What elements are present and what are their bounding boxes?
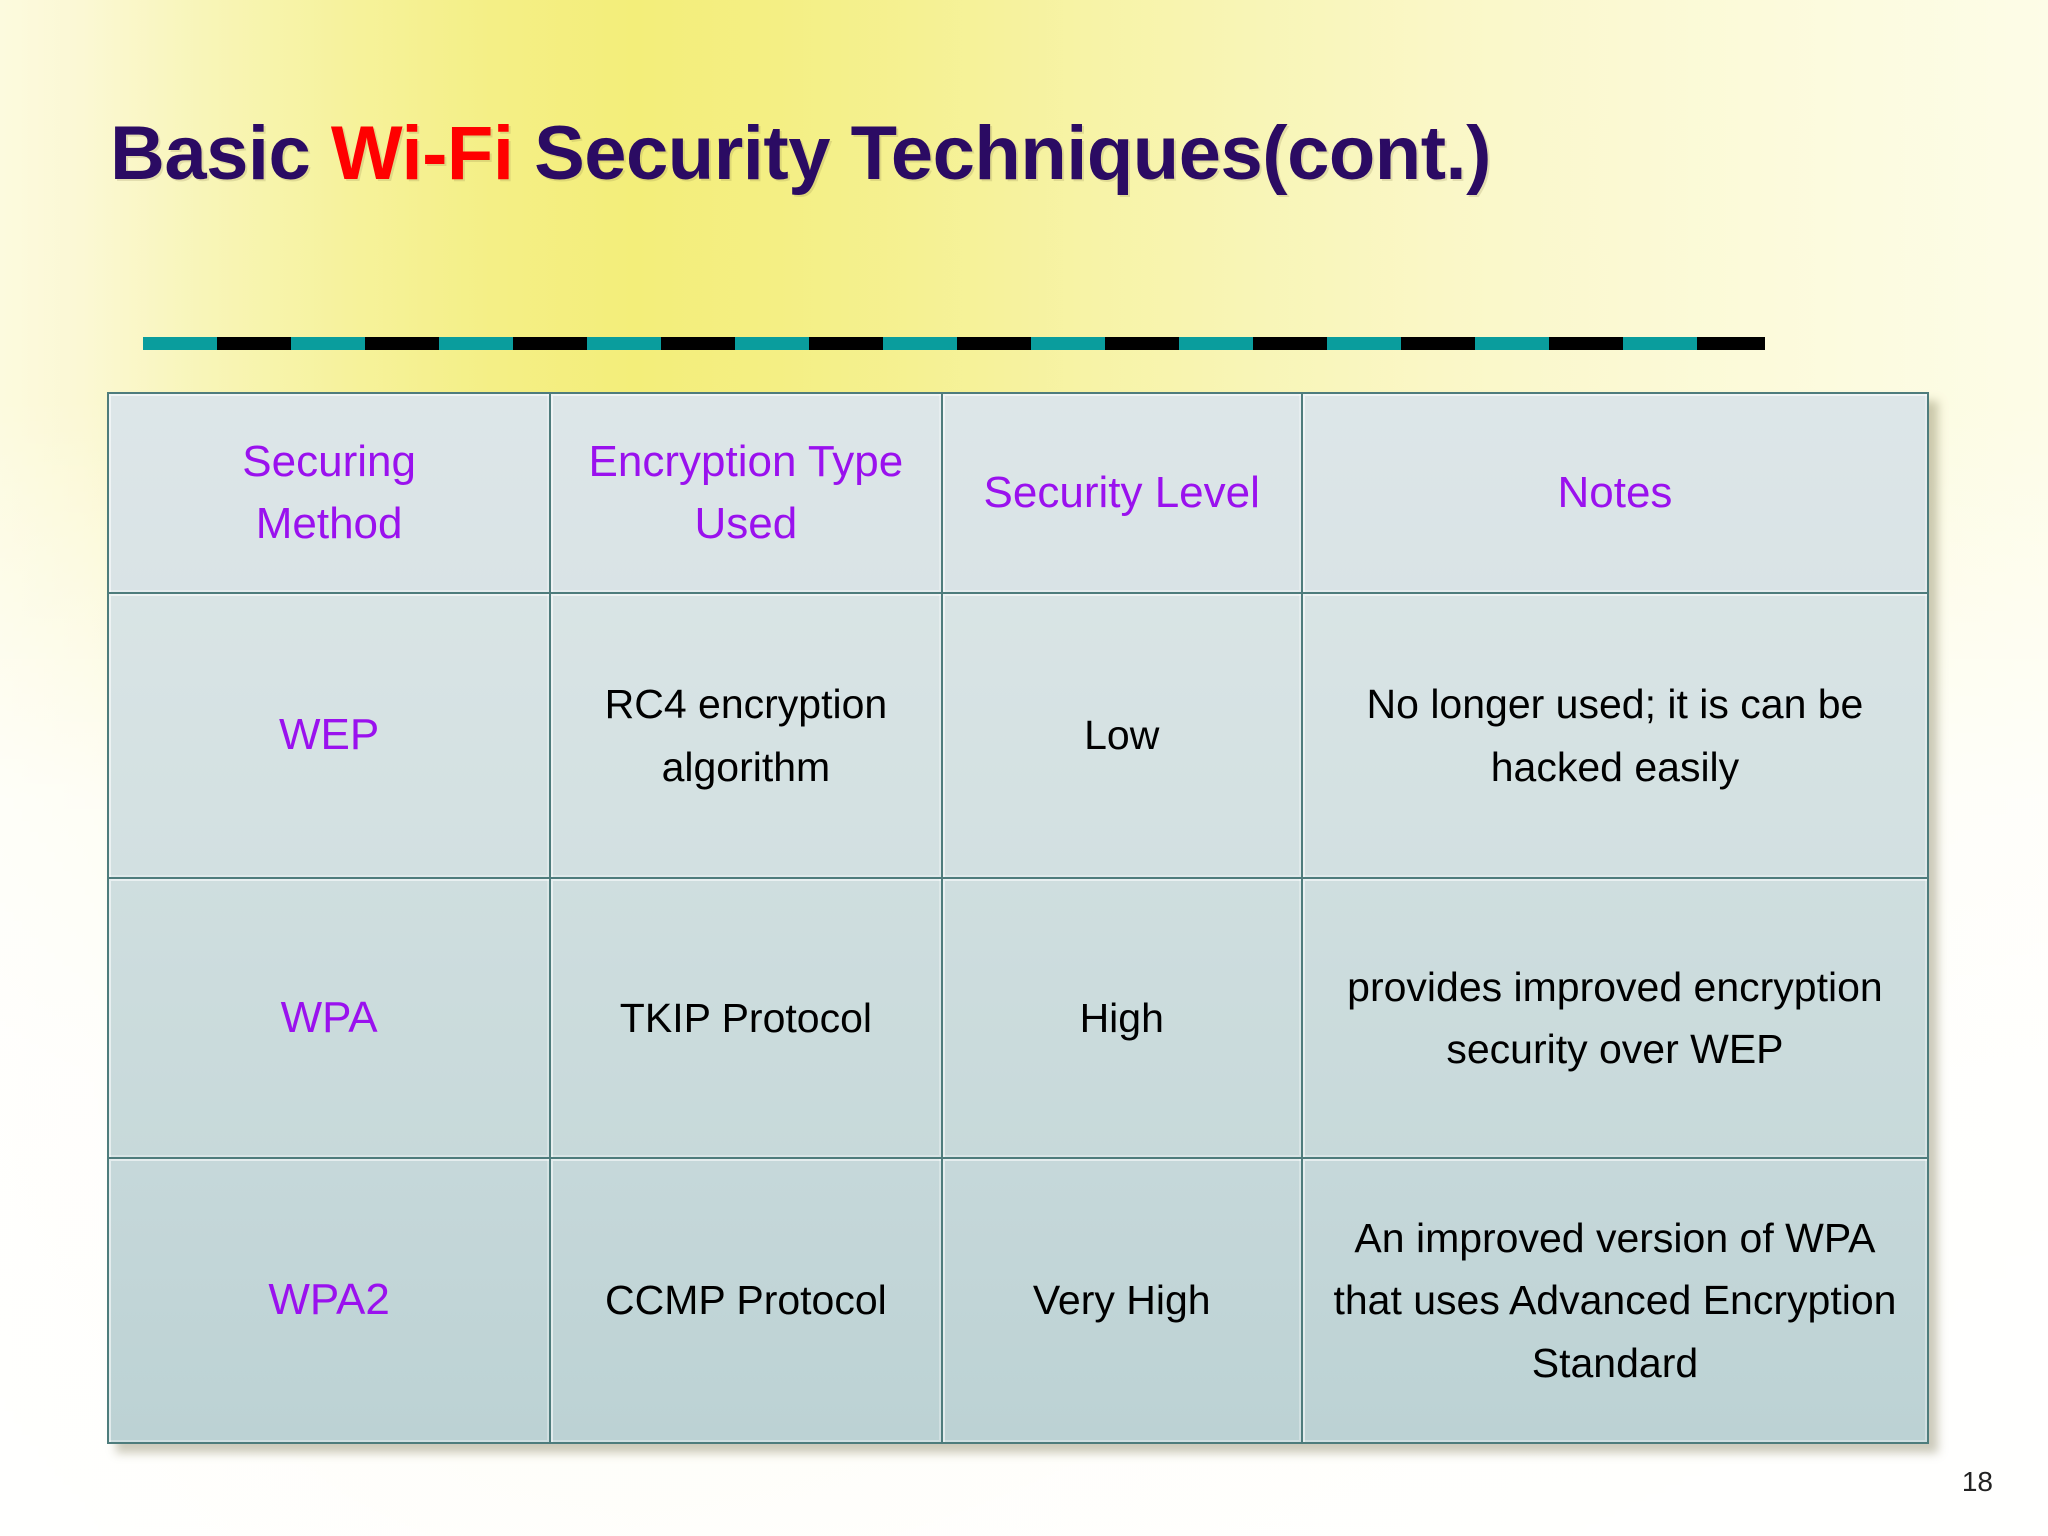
header-line-2: Method [255,499,403,548]
cell-method: WPA2 [106,1157,552,1444]
table-row: WEP RC4 encryption algorithm Low No long… [106,592,1930,879]
header-line-1: Securing [242,436,416,486]
table-row: WPA2 CCMP Protocol Very High An improved… [106,1157,1930,1444]
title-segment-rest: Security Techniques(cont.) [513,111,1491,196]
page-title: Basic Wi-Fi Security Techniques(cont.) [110,114,1970,194]
cell-level: High [940,877,1303,1159]
column-header-encryption-type: Encryption Type Used [549,392,943,594]
cell-method: WEP [106,592,552,879]
cell-notes: An improved version of WPA that uses Adv… [1300,1157,1930,1444]
cell-encryption: RC4 encryption algorithm [549,592,943,879]
cell-method: WPA [106,877,552,1159]
title-underline-divider [143,337,1765,350]
header-line-1: Security Level [983,467,1260,517]
header-line-2: Used [694,499,798,548]
cell-encryption: CCMP Protocol [549,1157,943,1444]
title-segment-wifi: Wi-Fi [330,111,514,196]
title-segment-basic: Basic [110,111,331,196]
header-line-1: Encryption Type [588,436,904,486]
header-line-1: Notes [1557,467,1673,517]
column-header-security-level: Security Level [940,392,1303,594]
column-header-securing-method: Securing Method [106,392,552,594]
table-row: WPA TKIP Protocol High provides improved… [106,877,1930,1159]
security-techniques-table: Securing Method Encryption Type Used Sec… [106,392,1930,1444]
security-techniques-table-container: Securing Method Encryption Type Used Sec… [106,392,1930,1444]
table-header: Securing Method Encryption Type Used Sec… [106,392,1930,594]
cell-notes: provides improved encryption security ov… [1300,877,1930,1159]
cell-encryption: TKIP Protocol [549,877,943,1159]
table-header-row: Securing Method Encryption Type Used Sec… [106,392,1930,594]
column-header-notes: Notes [1300,392,1930,594]
page-number: 18 [1961,1466,1993,1497]
cell-level: Low [940,592,1303,879]
cell-level: Very High [940,1157,1303,1444]
table-body: WEP RC4 encryption algorithm Low No long… [106,592,1930,1444]
cell-notes: No longer used; it is can be hacked easi… [1300,592,1930,879]
